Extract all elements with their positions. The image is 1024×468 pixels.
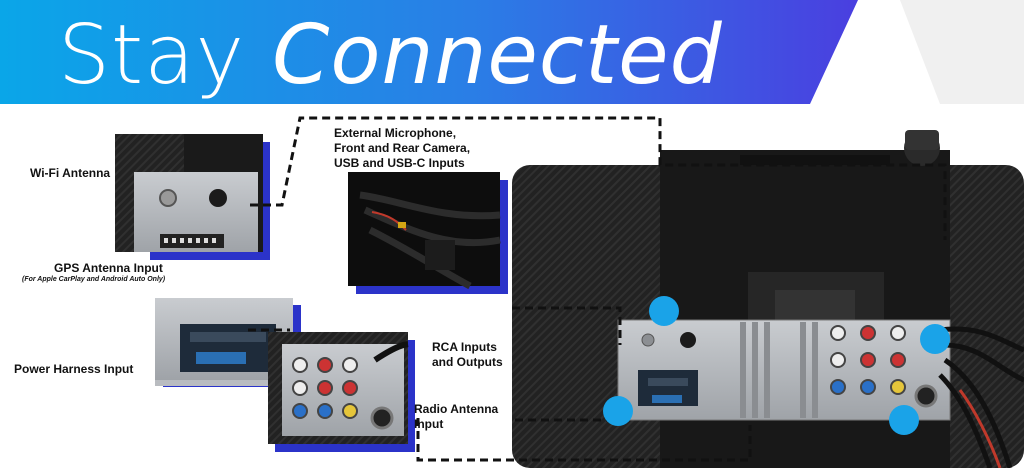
label-radio-antenna: Radio Antenna Input bbox=[414, 402, 499, 431]
callout-dot-icon bbox=[889, 405, 919, 435]
label-external-inputs: External Microphone, Front and Rear Came… bbox=[334, 126, 471, 170]
label-gps-antenna: GPS Antenna Input bbox=[54, 261, 163, 275]
label-rca: RCA Inputs and Outputs bbox=[432, 340, 503, 369]
page-title: Stay Connected bbox=[58, 8, 723, 103]
head-unit bbox=[512, 130, 1024, 468]
panel-wifi-gps bbox=[115, 134, 270, 260]
callout-dot-icon bbox=[920, 324, 950, 354]
panel-power-harness bbox=[155, 298, 301, 387]
callout-dot-icon bbox=[649, 296, 679, 326]
banner-background bbox=[0, 0, 1024, 104]
title-strong: Connected bbox=[272, 8, 723, 103]
leader-lines bbox=[248, 116, 947, 462]
label-gps-note: (For Apple CarPlay and Android Auto Only… bbox=[22, 276, 166, 283]
panel-rca bbox=[268, 332, 415, 452]
callout-dot-icon bbox=[603, 396, 633, 426]
panel-external-inputs bbox=[348, 172, 508, 294]
label-power-harness: Power Harness Input bbox=[14, 362, 134, 376]
label-wifi-antenna: Wi-Fi Antenna bbox=[30, 166, 111, 180]
title-light: Stay bbox=[58, 8, 245, 103]
